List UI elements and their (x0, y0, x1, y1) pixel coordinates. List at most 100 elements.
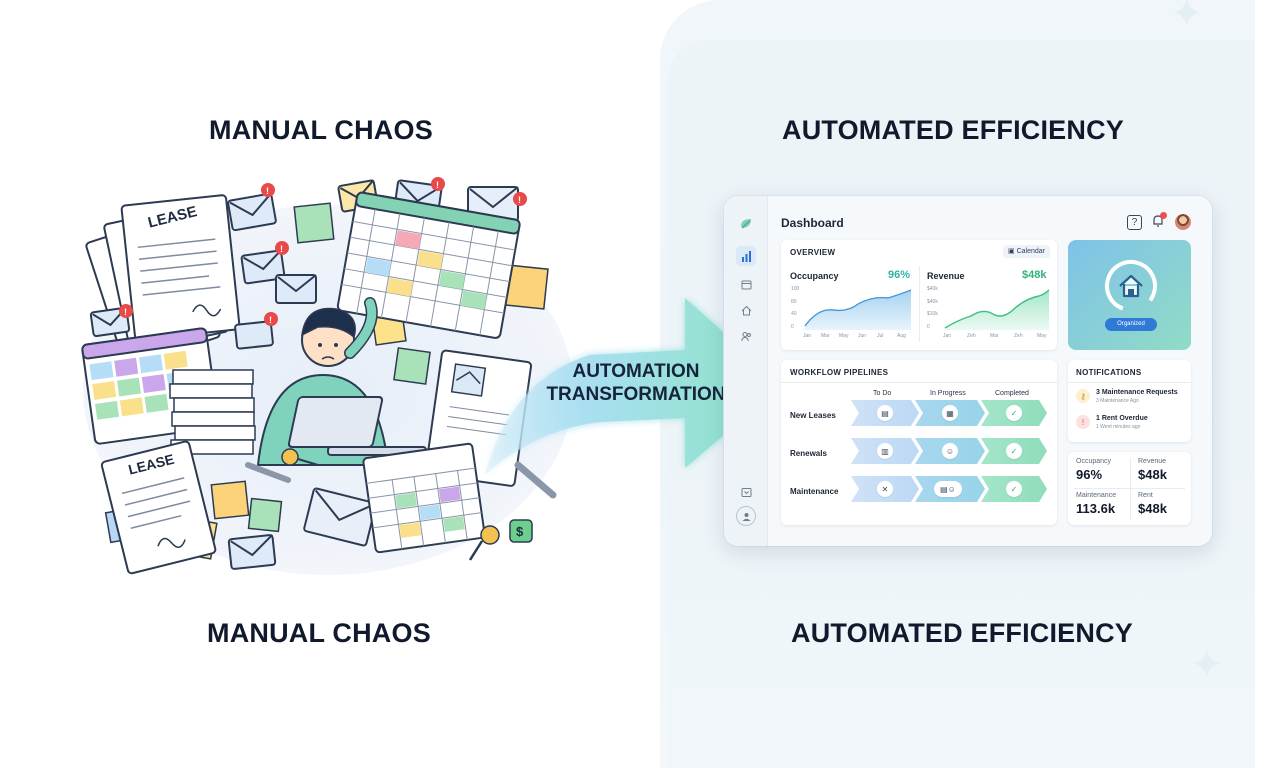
alert-icon: ! (1076, 415, 1090, 429)
paper-stack (169, 369, 256, 455)
notifications-card: NOTIFICATIONS ⚷ 3 Maintenance Requests 3… (1068, 360, 1191, 442)
document-person-icon[interactable]: ▤☺ (934, 481, 962, 497)
stat-value-revenue: $48k (1138, 467, 1167, 482)
arrow-label-line1: AUTOMATION (572, 361, 700, 382)
occupancy-x-tick: Jun (858, 333, 867, 339)
tools-icon[interactable]: ✕ (877, 481, 893, 497)
calendar-icon[interactable] (736, 274, 756, 294)
workflow-pipelines-card: WORKFLOW PIPELINES To Do In Progress Com… (781, 360, 1057, 525)
notification-title[interactable]: 1 Rent Overdue (1096, 415, 1148, 422)
chart-icon[interactable] (736, 246, 756, 266)
folder-icon[interactable]: ▦ (942, 405, 958, 421)
revenue-y-tick: $40k (927, 299, 938, 305)
logo-icon (736, 214, 756, 234)
occupancy-value: 96% (888, 269, 911, 281)
arrow-label: AUTOMATION TRANSFORMATION (536, 360, 736, 406)
heading-automated-efficiency-bottom: AUTOMATED EFFICIENCY (791, 618, 1134, 648)
occupancy-x-tick: Mar (821, 333, 830, 339)
sparkle-icon: ✦ (1190, 643, 1224, 687)
envelope-icon: ! (234, 312, 278, 350)
svg-text:$: $ (516, 524, 524, 539)
laptop (287, 396, 427, 456)
revenue-x-tick: Zeh (967, 333, 976, 339)
notification-title[interactable]: 3 Maintenance Requests (1096, 389, 1178, 396)
check-icon[interactable]: ✓ (1006, 481, 1022, 497)
person-icon[interactable]: ☺ (942, 443, 958, 459)
stat-label-revenue: Revenue (1138, 458, 1167, 465)
stat-value-rent: $48k (1138, 501, 1167, 516)
heading-manual-chaos-top: MANUAL CHAOS (209, 115, 433, 145)
lease-document-lower (100, 440, 217, 575)
wrench-icon (514, 461, 557, 499)
dollar-icon: $ (509, 519, 533, 543)
divider (1068, 382, 1191, 383)
manual-chaos-illustration: LEASE ! ! ! ! ! ! (81, 177, 573, 575)
overview-card: OVERVIEW ▣ Calendar Occupancy 96% Revenu… (781, 240, 1057, 350)
transformation-arrow (485, 298, 782, 475)
row-label-maintenance: Maintenance (790, 487, 839, 496)
stat-value-maintenance: 113.6k (1076, 501, 1116, 516)
sticky-note (393, 347, 431, 385)
avatar[interactable] (1175, 214, 1191, 230)
occupancy-x-tick: Jul (877, 333, 884, 339)
stat-label-occupancy: Occupancy (1076, 458, 1112, 465)
home-icon[interactable] (736, 300, 756, 320)
occupancy-y-tick: 100 (791, 286, 800, 292)
svg-text:!: ! (436, 180, 439, 190)
sticky-note (293, 202, 335, 244)
help-icon[interactable]: ? (1127, 215, 1142, 230)
stat-label-maintenance: Maintenance (1076, 492, 1117, 499)
occupancy-x-tick: Aug (897, 333, 906, 339)
column-todo: To Do (873, 390, 892, 397)
envelope-icon (303, 487, 377, 547)
divider (919, 266, 920, 342)
stat-label-rent: Rent (1138, 492, 1153, 499)
svg-text:!: ! (280, 244, 283, 254)
notification-time: 3 Maintenance Ago (1096, 398, 1139, 404)
envelope-icon: ! (89, 304, 133, 338)
bell-icon[interactable] (1151, 214, 1165, 228)
check-icon[interactable]: ✓ (1006, 405, 1022, 421)
revenue-x-tick: May (1037, 333, 1047, 339)
users-icon[interactable] (736, 326, 756, 346)
key-icon: ⚷ (1076, 389, 1090, 403)
organized-card: Organized (1068, 240, 1191, 350)
occupancy-label: Occupancy (790, 271, 839, 281)
organized-badge: Organized (1105, 318, 1157, 331)
workflow-heading: WORKFLOW PIPELINES (790, 368, 889, 377)
revenue-y-tick: 0 (927, 324, 930, 330)
document-icon[interactable]: ▤ (877, 405, 893, 421)
envelope-icon: ! (227, 183, 277, 232)
spreadsheet-window (336, 191, 521, 339)
revenue-value: $48k (1022, 269, 1047, 281)
calendar-sheet (362, 442, 486, 554)
envelope-icon (275, 274, 317, 304)
revenue-x-tick: Zeh (1014, 333, 1023, 339)
check-icon[interactable]: ✓ (1006, 443, 1022, 459)
row-label-renewals: Renewals (790, 449, 827, 458)
dashboard-window: Dashboard ? OVERVIEW ▣ Calendar Occupanc… (724, 196, 1212, 546)
key-icon (281, 448, 319, 466)
calendar-icon[interactable]: ▥ (877, 443, 893, 459)
calendar-button[interactable]: ▣ Calendar (1003, 245, 1050, 258)
svg-text:!: ! (266, 186, 269, 196)
divider (781, 382, 1057, 383)
occupancy-x-tick: May (839, 333, 849, 339)
column-completed: Completed (995, 390, 1029, 397)
heading-manual-chaos-bottom: MANUAL CHAOS (207, 618, 431, 648)
stat-value-occupancy: 96% (1076, 467, 1103, 482)
occupancy-y-tick: 40 (791, 311, 797, 317)
dashboard-sidebar (724, 196, 768, 546)
occupancy-area-chart (804, 289, 912, 330)
profile-icon[interactable] (736, 506, 756, 526)
key-icon (468, 525, 500, 561)
svg-text:!: ! (124, 307, 127, 317)
row-label-new-leases: New Leases (790, 411, 836, 420)
occupancy-x-tick: Jan (803, 333, 812, 339)
sparkle-icon: ✦ (1170, 0, 1204, 36)
inbox-icon[interactable] (736, 482, 756, 502)
notification-time: 1 Went minutes ago (1096, 424, 1141, 430)
revenue-y-tick: $40k (927, 286, 938, 292)
revenue-x-tick: Mar (990, 333, 999, 339)
stats-card: Occupancy 96% Revenue $48k Maintenance 1… (1068, 452, 1191, 525)
